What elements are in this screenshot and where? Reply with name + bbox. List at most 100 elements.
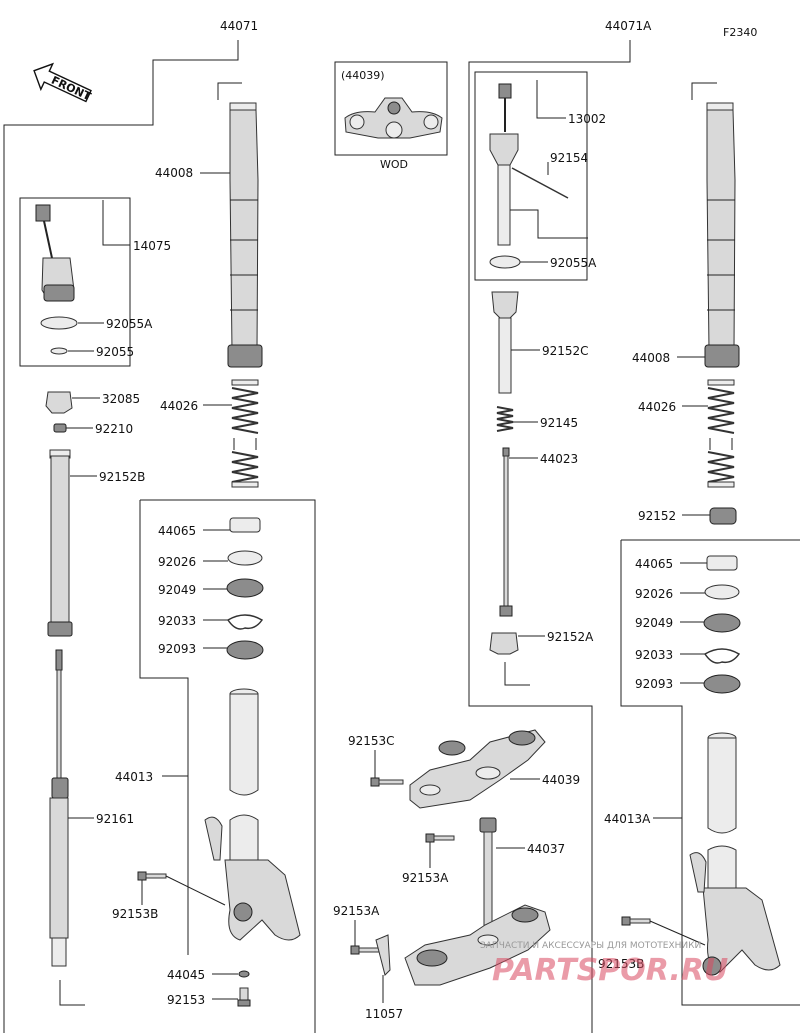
pin-92154 [511, 167, 569, 199]
left-inner-frame-step [139, 500, 189, 955]
inset-frame [334, 61, 448, 156]
label-44037: 44037 [527, 842, 565, 856]
bracket-11057 [375, 934, 391, 976]
label-92152c: 92152C [542, 344, 589, 358]
sensor-kit-frame [19, 197, 131, 367]
steering-stem-44037 [404, 817, 551, 986]
figure-code: F2340 [723, 26, 757, 39]
label-92033-right: 92033 [635, 648, 673, 662]
label-92153a-1: 92153A [402, 871, 449, 885]
cap-32085 [45, 391, 73, 414]
label-92093-left: 92093 [158, 642, 196, 656]
label-92049-left: 92049 [158, 583, 196, 597]
label-32085: 32085 [102, 392, 140, 406]
right-assembly-frame [468, 40, 631, 1033]
top-clamp-inset-drawing [344, 97, 443, 139]
label-44045: 44045 [167, 968, 205, 982]
label-44039: 44039 [542, 773, 580, 787]
sensor-assembly-left [35, 204, 75, 302]
inset-note: WOD [380, 158, 408, 171]
bushing-44065-right [706, 555, 738, 571]
label-44026-right: 44026 [638, 400, 676, 414]
label-44013a: 44013A [604, 812, 651, 826]
label-14075: 14075 [133, 239, 171, 253]
label-44026-left: 44026 [160, 399, 198, 413]
label-92055a-left: 92055A [106, 317, 153, 331]
bushing-44065-left [229, 517, 261, 533]
bolt-92153c [370, 777, 404, 787]
label-44013: 44013 [115, 770, 153, 784]
bolt-92153b-right [621, 916, 651, 926]
watermark-brand: PARTSPOR.RU [492, 953, 728, 988]
label-13002: 13002 [568, 112, 606, 126]
label-44008-left: 44008 [155, 166, 193, 180]
label-92153a-2: 92153A [333, 904, 380, 918]
label-44023: 44023 [540, 452, 578, 466]
spacer-92152 [709, 507, 737, 525]
outer-tube-left [217, 82, 263, 368]
bolt-92153b-left [137, 871, 167, 881]
label-92145: 92145 [540, 416, 578, 430]
o-ring-92055 [50, 347, 68, 355]
damper-rod-92161 [49, 649, 69, 967]
spring-44026-left [231, 379, 259, 488]
bolt-92153a-2 [350, 945, 382, 955]
label-92153: 92153 [167, 993, 205, 1007]
top-clamp-44039 [409, 729, 546, 809]
label-44008-right: 44008 [632, 351, 670, 365]
inner-tube-44013a [689, 732, 781, 976]
clip-92033-right [704, 648, 741, 664]
right-inner-frame [620, 540, 800, 1006]
label-92026-right: 92026 [635, 587, 673, 601]
label-92154: 92154 [550, 151, 588, 165]
label-92152: 92152 [638, 509, 676, 523]
assembly-label-right: 44071A [605, 19, 652, 33]
spring-92145 [496, 406, 514, 432]
dust-seal-92093-right [703, 674, 741, 694]
washer-92026-right [704, 584, 740, 600]
rod-44023 [499, 447, 513, 617]
label-92026-left: 92026 [158, 555, 196, 569]
label-92152b: 92152B [99, 470, 145, 484]
label-92033-left: 92033 [158, 614, 196, 628]
label-92093-right: 92093 [635, 677, 673, 691]
washer-44045 [238, 970, 250, 978]
front-arrow-icon: FRONT [33, 62, 93, 104]
label-92153c: 92153C [348, 734, 395, 748]
label-92049-right: 92049 [635, 616, 673, 630]
spring-44026-right [707, 379, 735, 488]
bolt-92153a-1 [425, 833, 455, 843]
outer-tube-right [691, 82, 740, 368]
label-92210: 92210 [95, 422, 133, 436]
front-label: FRONT [49, 74, 93, 104]
o-ring-92055a-left [40, 316, 78, 330]
label-92152a: 92152A [547, 630, 594, 644]
tube-92152b [47, 449, 73, 637]
label-44065-left: 44065 [158, 524, 196, 538]
clip-92033-left [227, 614, 264, 630]
nut-92210 [53, 423, 67, 433]
left-assembly-frame [3, 40, 239, 1033]
label-11057: 11057 [365, 1007, 403, 1021]
cartridge-kit-frame [474, 71, 588, 281]
label-92153b-left: 92153B [112, 907, 158, 921]
inset-code: (44039) [341, 69, 385, 82]
oil-seal-92049-left [226, 578, 264, 598]
oil-seal-92049-right [703, 613, 741, 633]
cartridge-13002 [489, 83, 519, 246]
nut-92152a [489, 632, 519, 655]
label-92161: 92161 [96, 812, 134, 826]
o-ring-92055a-right [489, 255, 521, 269]
label-44065-right: 44065 [635, 557, 673, 571]
label-92055a-right: 92055A [550, 256, 597, 270]
label-92055: 92055 [96, 345, 134, 359]
bolt-92153 [237, 987, 251, 1007]
assembly-label-left: 44071 [220, 19, 258, 33]
label-92153b-right: 92153B [598, 957, 644, 971]
inner-tube-44013 [204, 688, 301, 941]
watermark-tagline: ЗАПЧАСТИ И АКСЕССУАРЫ ДЛЯ МОТОТЕХНИКИ [480, 941, 701, 951]
left-inner-frame [140, 499, 316, 1033]
washer-92026-left [227, 550, 263, 566]
